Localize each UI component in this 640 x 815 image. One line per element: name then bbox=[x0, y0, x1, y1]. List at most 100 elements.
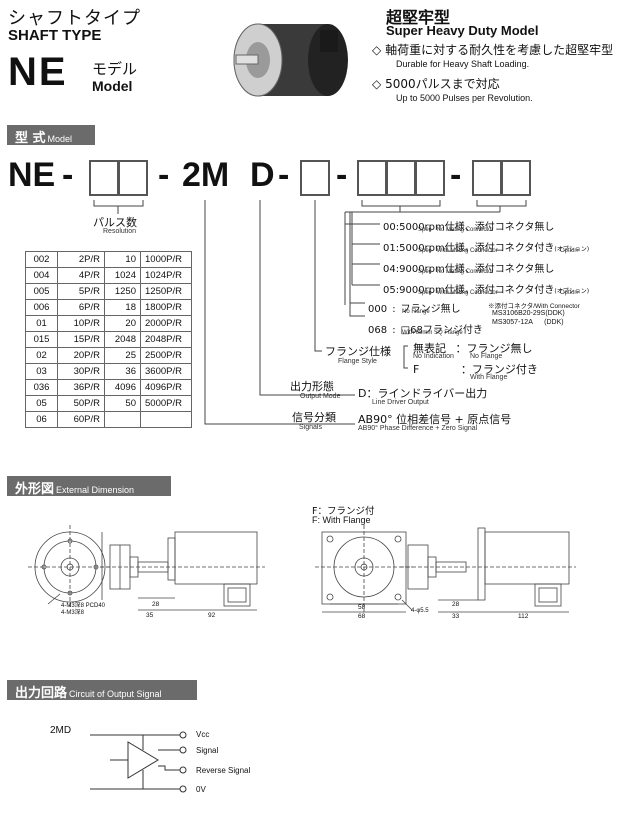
feature-2: ◇ 5000パルスまで対応 bbox=[372, 75, 500, 92]
flange-option-code: 068 bbox=[368, 325, 388, 336]
model-prefix: NE bbox=[8, 156, 56, 194]
spec-option-jp: 9000rpm仕様、添付コネクタ付き bbox=[399, 285, 555, 296]
model-en: Model bbox=[92, 78, 133, 94]
section-model-en: Model bbox=[47, 134, 73, 144]
spec-option-en: Spec No Mating Connector bbox=[418, 227, 494, 233]
section-dimension-header: 外形図 External Dimension bbox=[7, 476, 171, 497]
model-fixed-2m: 2M bbox=[182, 156, 230, 194]
model-dash: - bbox=[62, 156, 74, 194]
signals-en: Signals bbox=[299, 424, 322, 431]
feature-jp: 軸荷重に対する耐久性を考慮した超堅牢型 bbox=[385, 43, 614, 57]
dim-right-d2: 68 bbox=[358, 613, 366, 620]
spec-option-code: 05 bbox=[383, 285, 396, 296]
spec-option-jp: 9000rpm仕様、添付コネクタ無し bbox=[399, 264, 555, 275]
model-dash: - bbox=[278, 156, 290, 194]
colon: : bbox=[395, 264, 400, 275]
resolution-label-en: Resolution bbox=[103, 228, 137, 235]
flange-option-jp: □68フランジ付き bbox=[400, 325, 483, 336]
spec-option-01: 01:5000rpm仕様、添付コネクタ付き(オプション) bbox=[383, 236, 589, 255]
connector-note-line-1: MS3106B20-29S(DDK) bbox=[492, 310, 565, 317]
spec-option-00: 00:5000rpm仕様、添付コネクタ無し bbox=[383, 215, 554, 234]
feature-bullet: ◇ bbox=[372, 77, 382, 91]
spec-option-code: 01 bbox=[383, 243, 396, 254]
section-circuit-header: 出力回路 Circuit of Output Signal bbox=[7, 680, 197, 701]
spec-option-optional-en: Option bbox=[560, 290, 578, 296]
shaft-type-en: SHAFT TYPE bbox=[8, 27, 102, 44]
flange-style-desc: ：フランジ無し bbox=[455, 342, 533, 355]
flange-option-000: 000 : フランジ無し bbox=[368, 297, 461, 316]
flange-option-jp: フランジ無し bbox=[400, 304, 461, 315]
spec-option-optional: (オプション) bbox=[554, 288, 590, 295]
resolution-cell: 60P/R bbox=[57, 411, 105, 428]
signals-jp: 信号分類 bbox=[292, 411, 336, 424]
shaft-type-jp: シャフトタイプ bbox=[8, 8, 141, 29]
section-circuit-en: Circuit of Output Signal bbox=[69, 689, 162, 699]
circuit-zero: 0V bbox=[196, 785, 206, 794]
flange-option-000-en: No Flange bbox=[402, 309, 430, 315]
dimension-drawing-flange bbox=[315, 525, 576, 613]
circuit-signal: Signal bbox=[196, 746, 219, 755]
model-dash: - bbox=[450, 156, 462, 194]
flange-style-desc: ：フランジ付き bbox=[460, 363, 538, 376]
dim-left-d3: 92 bbox=[208, 612, 216, 619]
resolution-label-jp: パルス数 bbox=[93, 216, 137, 229]
spec-option-en: Spec No Mating Connector bbox=[418, 269, 494, 275]
colon: : bbox=[392, 304, 396, 315]
flange-box bbox=[300, 160, 330, 196]
model-leader-lines bbox=[93, 200, 527, 425]
resolution-cell: 4096P/R bbox=[140, 379, 192, 396]
feature-1-en: Durable for Heavy Shaft Loading. bbox=[396, 59, 530, 69]
colon: : bbox=[395, 285, 400, 296]
flange-option-code: 000 bbox=[368, 304, 388, 315]
output-mode-value-en: Line Driver Output bbox=[372, 399, 429, 406]
flange-style-en: Flange Style bbox=[338, 358, 377, 365]
resolution-cell bbox=[140, 411, 192, 428]
spec-option-04: 04:9000rpm仕様、添付コネクタ無し bbox=[383, 257, 554, 276]
section-model-jp: 型 式 bbox=[15, 131, 46, 146]
encoder-product-image bbox=[233, 23, 348, 97]
output-mode-value: D：ラインドライバー出力 bbox=[358, 387, 488, 400]
flange-style-code: F bbox=[413, 363, 420, 376]
model-d: D bbox=[250, 156, 275, 194]
flange-option-068-en: With 68mm SQ Flange bbox=[402, 330, 463, 336]
dim-left-d2: 35 bbox=[146, 612, 154, 619]
circuit-vcc: Vcc bbox=[196, 730, 210, 739]
model-code-title: NE bbox=[8, 50, 68, 94]
flange-style-opt-1-code-en: No Indication bbox=[413, 353, 454, 360]
spec-option-jp: 5000rpm仕様、添付コネクタ付き bbox=[399, 243, 555, 254]
dim-right-d5: 112 bbox=[518, 613, 529, 620]
spec-option-optional-en: Option bbox=[560, 248, 578, 254]
dim-right-d3: 28 bbox=[452, 601, 460, 608]
spec-option-jp: 5000rpm仕様、添付コネクタ無し bbox=[399, 222, 555, 233]
flange-size-box-3 bbox=[415, 160, 445, 196]
output-mode-jp: 出力形態 bbox=[290, 380, 334, 393]
feature-jp: 5000パルスまで対応 bbox=[385, 77, 500, 91]
feature-bullet: ◇ bbox=[372, 43, 382, 57]
colon: : bbox=[395, 243, 400, 254]
flange-style-opt-1-en: No Flange bbox=[470, 353, 503, 360]
section-model-header: 型 式 Model bbox=[7, 125, 95, 146]
feature-2-en: Up to 5000 Pulses per Revolution. bbox=[396, 93, 533, 103]
spec-option-code: 04 bbox=[383, 264, 396, 275]
spec-option-en: Spec With Mating Connector bbox=[418, 248, 498, 254]
output-mode-en: Output Mode bbox=[300, 393, 341, 400]
colon: : bbox=[395, 222, 400, 233]
flange-style-jp: フランジ仕様 bbox=[325, 345, 391, 358]
dimension-drawing-no-flange bbox=[28, 525, 265, 611]
section-dim-jp: 外形図 bbox=[15, 482, 55, 497]
connector-note-line-2: MS3057-12A (DDK) bbox=[492, 319, 564, 326]
spec-box-2 bbox=[501, 160, 531, 196]
resolution-box-2 bbox=[118, 160, 148, 196]
spec-option-code: 00 bbox=[383, 222, 396, 233]
flange-option-068: 068 : □68フランジ付き bbox=[368, 318, 483, 337]
model-jp: モデル bbox=[92, 60, 138, 78]
colon: : bbox=[392, 325, 396, 336]
